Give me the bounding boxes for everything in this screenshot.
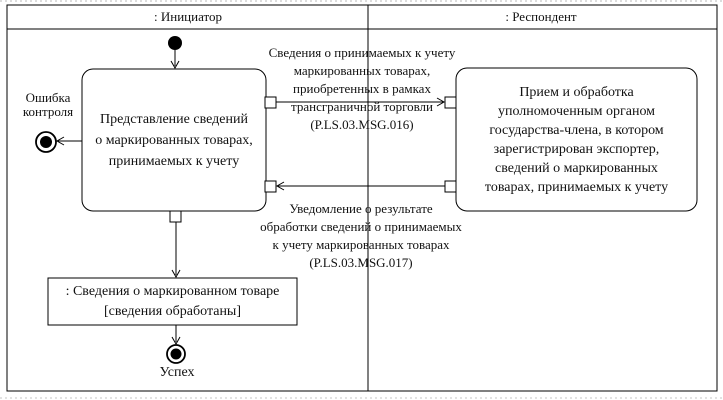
message-016-line1: Сведения о принимаемых к учету	[268, 45, 456, 60]
message-016-line5: (P.LS.03.MSG.016)	[310, 117, 414, 132]
respondent-activity-line3: государства-члена, в котором	[489, 122, 664, 138]
error-label: Ошибка контроля	[23, 91, 73, 119]
respondent-activity-label: Прием и обработка уполномоченным органом…	[456, 68, 697, 211]
error-label-line2: контроля	[22, 104, 74, 119]
initiator-input-pin	[264, 180, 277, 193]
message-017-label: Уведомление о результате обработки сведе…	[260, 200, 462, 272]
respondent-input-pin	[444, 96, 457, 109]
initiator-activity-line3: принимаемых к учету	[108, 153, 240, 169]
object-node-line1: : Сведения о маркированном товаре	[65, 283, 280, 299]
message-016-arrowhead-icon	[436, 97, 446, 107]
respondent-activity-line5: сведений о маркированных	[495, 160, 658, 176]
object-node-line2: [сведения обработаны]	[103, 303, 242, 319]
success-final-node-core-icon	[170, 348, 182, 360]
message-017-line3: к учету маркированных товарах	[272, 237, 450, 252]
message-017-arrowhead-icon	[275, 181, 285, 191]
initiator-activity-line2: о маркированных товарах,	[95, 132, 253, 148]
message-016-label: Сведения о принимаемых к учету маркирова…	[269, 44, 456, 134]
object-node-arrowhead-icon	[171, 269, 181, 279]
initiator-bottom-pin	[169, 210, 182, 223]
message-017-line1: Уведомление о результате	[289, 201, 433, 216]
message-017-line2: обработки сведений о принимаемых	[260, 219, 462, 234]
object-node-label: : Сведения о маркированном товаре [сведе…	[48, 278, 297, 325]
lane-header-respondent: : Респондент	[505, 9, 577, 24]
message-016-line4: трансграничной торговли	[291, 99, 433, 114]
message-016-line2: маркированных товарах,	[293, 63, 431, 78]
error-final-node-core-icon	[40, 136, 52, 148]
lane-header-initiator: : Инициатор	[153, 9, 223, 24]
success-arrowhead-icon	[171, 336, 181, 346]
initiator-activity-line1: Представление сведений	[100, 111, 248, 127]
error-label-line1: Ошибка	[25, 90, 71, 105]
respondent-activity-line1: Прием и обработка	[519, 84, 634, 100]
respondent-activity-line4: зарегистрирован экспортер,	[493, 141, 660, 157]
object-node-box	[47, 277, 298, 326]
error-arrowhead-icon	[55, 136, 65, 146]
respondent-activity-box	[455, 67, 698, 212]
respondent-output-pin	[444, 180, 457, 193]
initiator-activity-label: Представление сведений о маркированных т…	[82, 69, 266, 211]
respondent-activity-line2: уполномоченным органом	[497, 103, 656, 119]
respondent-activity-line6: товарах, принимаемых к учету	[484, 179, 669, 195]
start-arrowhead-icon	[170, 60, 180, 70]
message-016-line3: приобретенных в рамках	[293, 81, 431, 96]
initial-node-icon	[168, 36, 182, 50]
success-label: Успех	[159, 365, 195, 380]
diagram-frame	[6, 4, 718, 392]
message-017-line4: (P.LS.03.MSG.017)	[309, 255, 413, 270]
